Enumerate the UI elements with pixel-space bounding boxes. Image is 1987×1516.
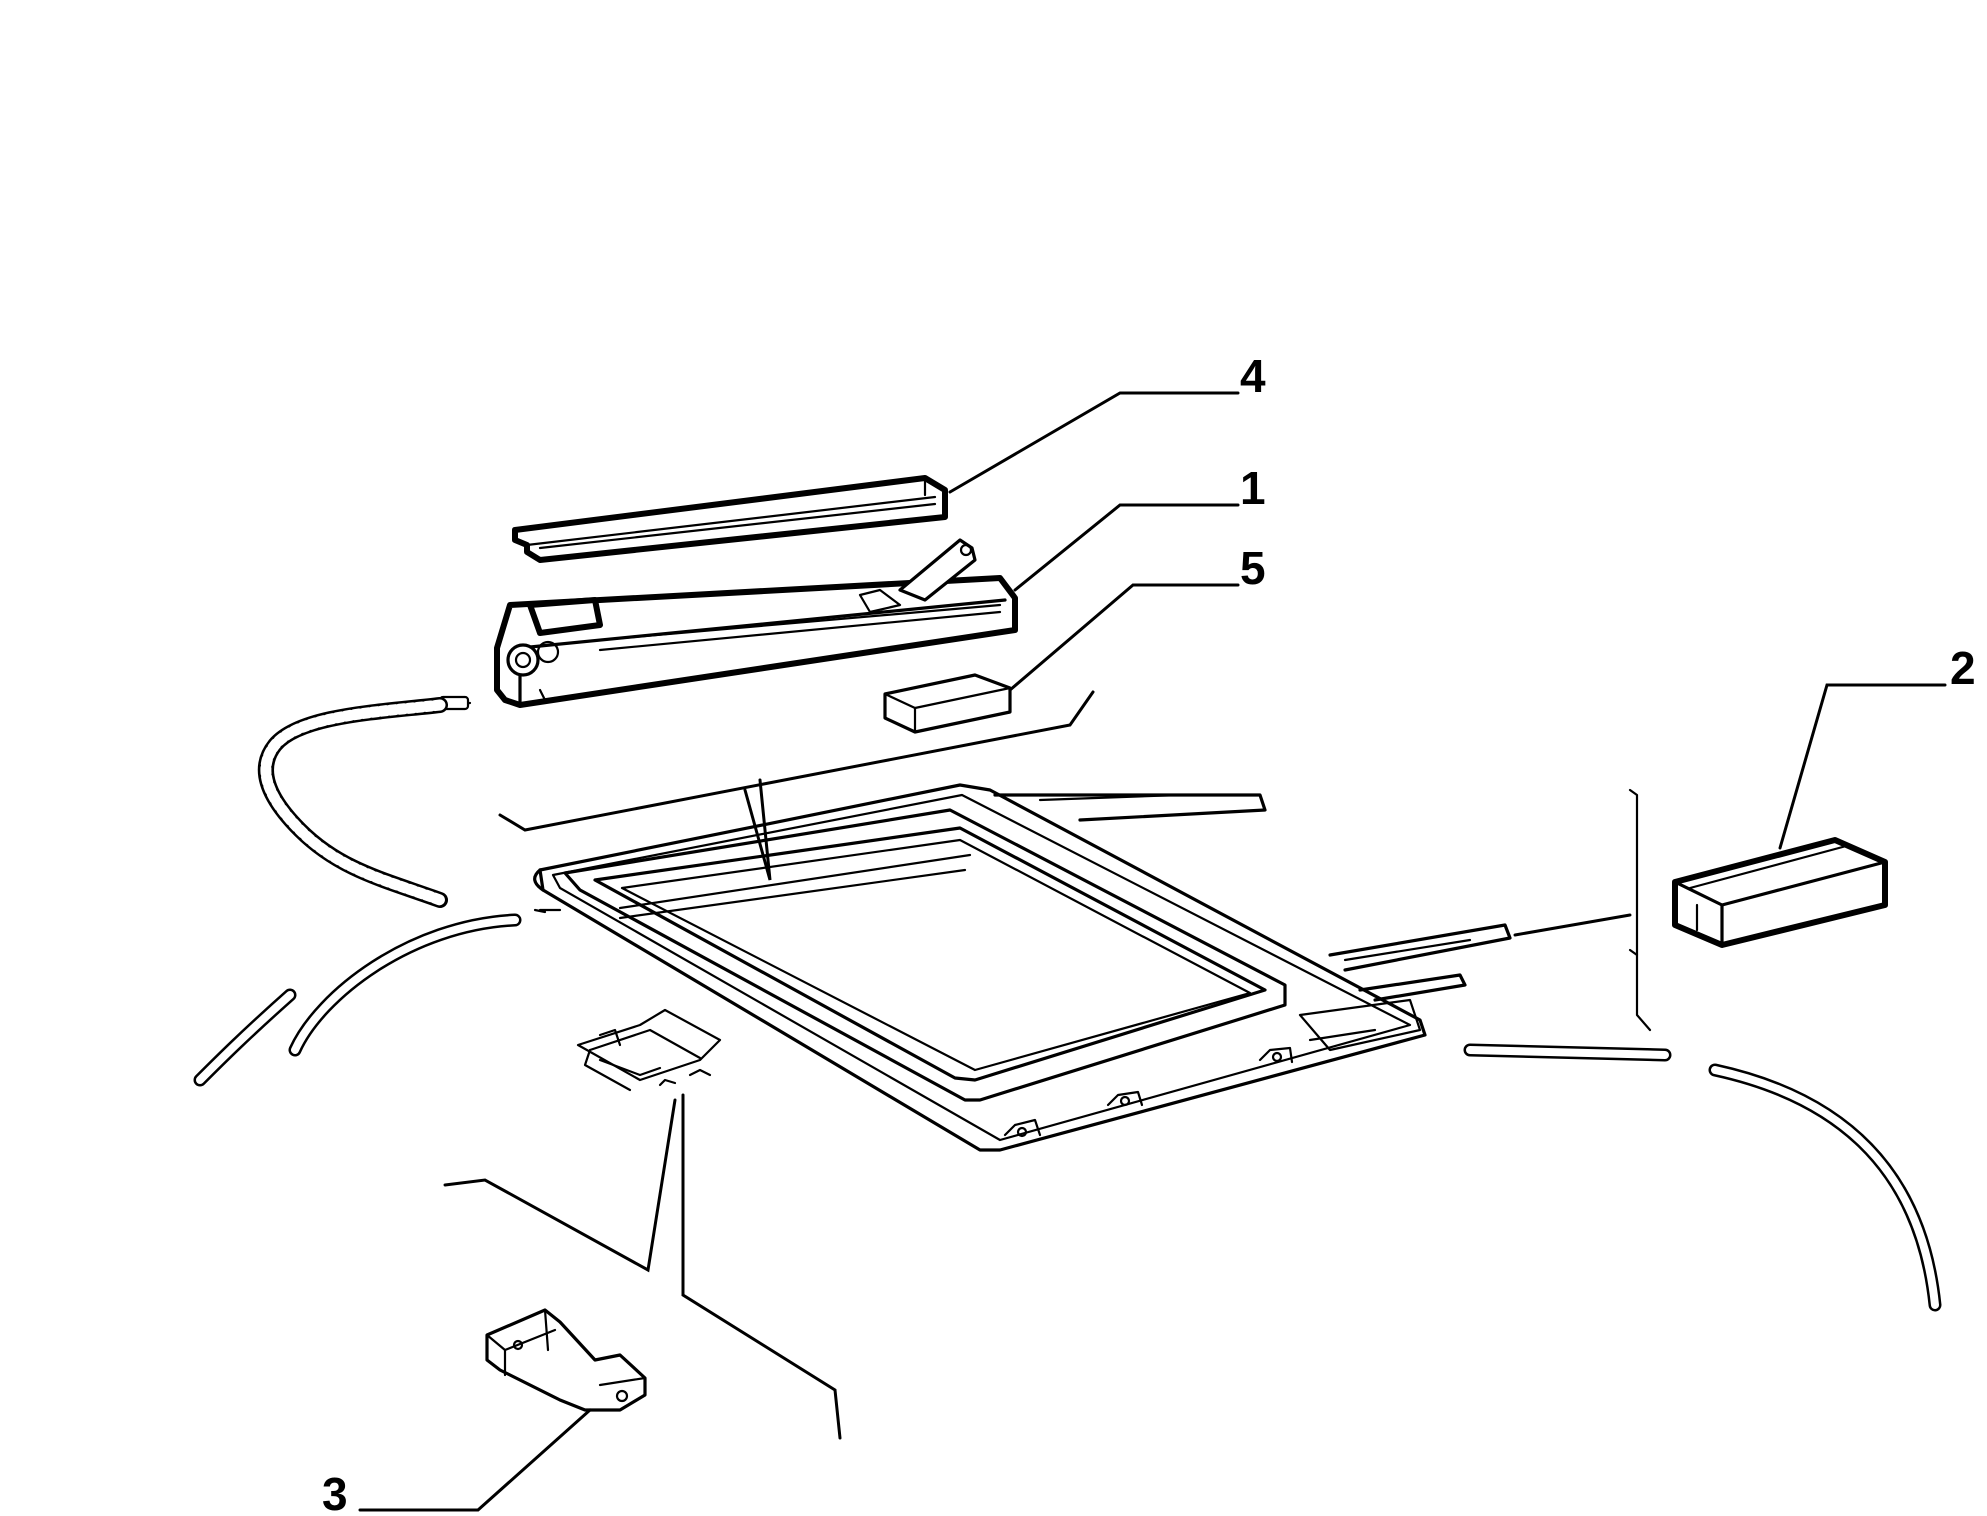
sunroof-frame (533, 783, 1512, 1152)
callout-labels: 4 1 5 2 3 (322, 350, 1976, 1516)
leader-3 (358, 1408, 592, 1512)
leader-4 (948, 391, 1240, 494)
leader-5 (1008, 583, 1240, 692)
part-2-box (1672, 837, 1888, 948)
callout-1: 1 (1240, 462, 1266, 514)
callout-4: 4 (1240, 350, 1266, 402)
connector-lines (443, 690, 1652, 1440)
callout-2: 2 (1950, 642, 1976, 694)
callout-5: 5 (1240, 542, 1266, 594)
leader-1 (1013, 503, 1240, 592)
callout-3: 3 (322, 1468, 348, 1516)
callout-leaders (358, 391, 1947, 1512)
leader-2 (1778, 683, 1947, 850)
part-5-block (883, 673, 1012, 734)
spiral-drive-cable (258, 695, 472, 908)
drain-tubes (193, 908, 1942, 1312)
part-3-bracket (485, 1308, 647, 1412)
part-4-seal-strip (512, 475, 948, 563)
part-1-drive-rail (494, 538, 1018, 708)
